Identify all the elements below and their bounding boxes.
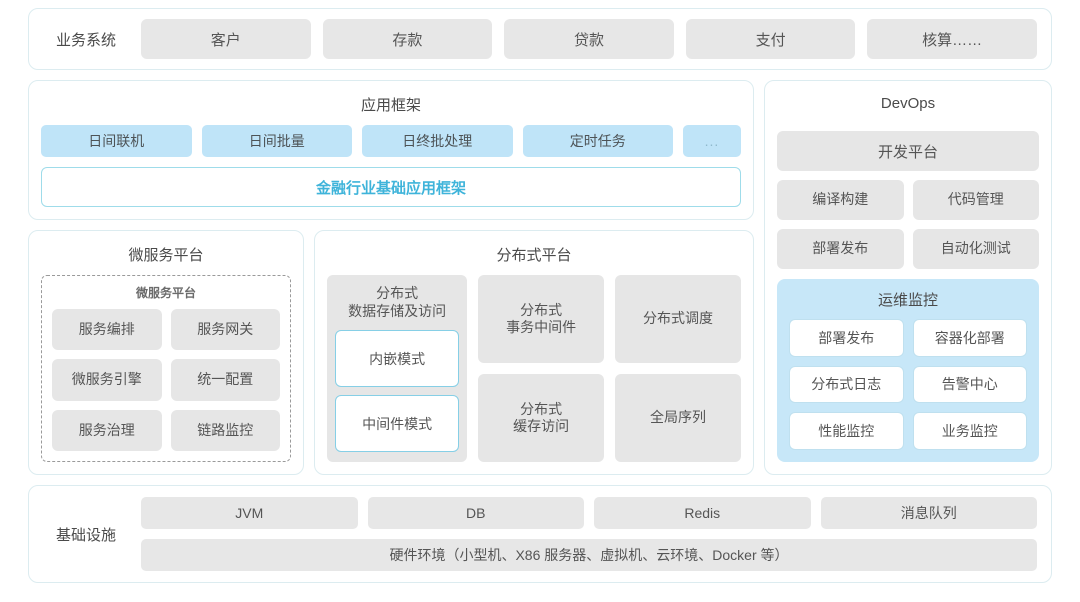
business-systems-label: 业务系统 <box>55 31 116 49</box>
distributed-transaction-middleware-line1: 分布式 <box>520 301 563 318</box>
ops-monitoring-grid: 部署发布 容器化部署 分布式日志 告警中心 性能监控 业务监控 <box>789 319 1027 450</box>
devops-item-compile-build[interactable]: 编译构建 <box>777 180 904 220</box>
lower-platform-row: 微服务平台 微服务平台 服务编排 服务网关 微服务引擎 统一配置 服务治理 链路… <box>28 230 754 475</box>
devops-card: DevOps 开发平台 编译构建 代码管理 部署发布 自动化测试 运维监控 部署… <box>764 80 1052 475</box>
middle-band: 应用框架 日间联机 日间批量 日终批处理 定时任务 ... 金融行业基础应用框架… <box>28 80 1052 475</box>
business-system-accounting[interactable]: 核算…… <box>867 19 1037 59</box>
business-system-deposit[interactable]: 存款 <box>322 19 493 59</box>
distributed-data-storage-column[interactable]: 分布式 数据存储及访问 内嵌模式 中间件模式 <box>327 275 468 462</box>
distributed-cache-access-line1: 分布式 <box>520 400 563 417</box>
microservice-item-engine[interactable]: 微服务引擎 <box>52 359 162 401</box>
business-system-customer[interactable]: 客户 <box>141 19 311 59</box>
distributed-cache-access-line2: 缓存访问 <box>513 418 570 434</box>
monitoring-item-business-monitoring[interactable]: 业务监控 <box>912 412 1027 450</box>
microservice-item-orchestration[interactable]: 服务编排 <box>52 309 162 351</box>
devops-dev-platform[interactable]: 开发平台 <box>777 131 1039 171</box>
infrastructure-card: 基础设施 JVM DB Redis 消息队列 硬件环境（小型机、X86 服务器、… <box>28 485 1052 583</box>
devops-title: DevOps <box>880 95 936 112</box>
distributed-transaction-middleware-line2: 事务中间件 <box>506 319 577 335</box>
global-sequence[interactable]: 全局序列 <box>615 374 741 462</box>
distributed-data-storage-title-line1: 分布式 <box>376 285 419 301</box>
platform-column: 应用框架 日间联机 日间批量 日终批处理 定时任务 ... 金融行业基础应用框架… <box>28 80 754 475</box>
microservice-platform-inner-title: 微服务平台 <box>135 286 196 300</box>
microservice-item-unified-config[interactable]: 统一配置 <box>170 359 280 401</box>
business-systems-card: 业务系统 客户 存款 贷款 支付 核算…… <box>28 8 1052 70</box>
microservice-platform-inner: 微服务平台 服务编排 服务网关 微服务引擎 统一配置 服务治理 链路监控 <box>41 275 291 462</box>
application-framework-card: 应用框架 日间联机 日间批量 日终批处理 定时任务 ... 金融行业基础应用框架 <box>28 80 754 220</box>
distributed-platform-body: 分布式 数据存储及访问 内嵌模式 中间件模式 分布式 事务中间件 <box>327 275 741 462</box>
monitoring-item-alert-center[interactable]: 告警中心 <box>912 365 1027 404</box>
storage-mode-embedded[interactable]: 内嵌模式 <box>335 330 460 387</box>
microservice-platform-grid: 服务编排 服务网关 微服务引擎 统一配置 服务治理 链路监控 <box>52 309 280 451</box>
microservice-item-governance[interactable]: 服务治理 <box>52 409 162 451</box>
infrastructure-item-message-queue[interactable]: 消息队列 <box>820 497 1037 529</box>
distributed-platform-card: 分布式平台 分布式 数据存储及访问 内嵌模式 中间件模式 <box>314 230 754 475</box>
business-system-payment[interactable]: 支付 <box>685 19 856 59</box>
infrastructure-chips: JVM DB Redis 消息队列 <box>141 497 1037 529</box>
distributed-platform-title: 分布式平台 <box>496 247 572 264</box>
infrastructure-content: JVM DB Redis 消息队列 硬件环境（小型机、X86 服务器、虚拟机、云… <box>141 497 1037 571</box>
distributed-data-storage-title: 分布式 数据存储及访问 <box>348 285 446 322</box>
app-chip-daytime-batch[interactable]: 日间批量 <box>201 125 352 157</box>
devops-item-code-management[interactable]: 代码管理 <box>912 180 1039 220</box>
application-framework-title: 应用框架 <box>360 97 421 114</box>
distributed-data-storage-title-line2: 数据存储及访问 <box>348 302 447 319</box>
infrastructure-item-db[interactable]: DB <box>367 497 584 529</box>
distributed-transaction-middleware[interactable]: 分布式 事务中间件 <box>478 275 605 363</box>
infrastructure-item-jvm[interactable]: JVM <box>141 497 358 529</box>
microservice-item-gateway[interactable]: 服务网关 <box>170 309 280 351</box>
finance-foundation-framework-bar[interactable]: 金融行业基础应用框架 <box>41 167 741 207</box>
business-system-loan[interactable]: 贷款 <box>504 19 674 59</box>
distributed-platform-grid: 分布式 事务中间件 分布式调度 分布式 缓存访问 <box>478 275 741 462</box>
app-chip-eod-batch[interactable]: 日终批处理 <box>362 125 513 157</box>
ops-monitoring-title: 运维监控 <box>877 292 938 309</box>
ops-monitoring-panel: 运维监控 部署发布 容器化部署 分布式日志 告警中心 性能监控 业务监控 <box>777 279 1039 462</box>
microservice-platform-title: 微服务平台 <box>128 247 204 264</box>
distributed-cache-access[interactable]: 分布式 缓存访问 <box>478 374 605 462</box>
microservice-item-trace-monitoring[interactable]: 链路监控 <box>170 409 280 451</box>
storage-mode-middleware[interactable]: 中间件模式 <box>335 395 460 452</box>
devops-items-grid: 编译构建 代码管理 部署发布 自动化测试 <box>777 180 1039 269</box>
hardware-environment-bar[interactable]: 硬件环境（小型机、X86 服务器、虚拟机、云环境、Docker 等） <box>141 539 1037 571</box>
app-chip-scheduled-task[interactable]: 定时任务 <box>522 125 673 157</box>
devops-item-automated-testing[interactable]: 自动化测试 <box>912 229 1039 269</box>
monitoring-item-performance-monitoring[interactable]: 性能监控 <box>789 412 904 450</box>
app-chip-more[interactable]: ... <box>683 125 741 157</box>
devops-item-deploy-release[interactable]: 部署发布 <box>777 229 904 269</box>
app-chip-daytime-online[interactable]: 日间联机 <box>41 125 192 157</box>
infrastructure-label: 基础设施 <box>55 526 116 544</box>
application-framework-chips: 日间联机 日间批量 日终批处理 定时任务 ... <box>41 125 741 157</box>
distributed-scheduling[interactable]: 分布式调度 <box>615 275 741 363</box>
monitoring-item-distributed-log[interactable]: 分布式日志 <box>789 365 904 404</box>
monitoring-item-deploy-release[interactable]: 部署发布 <box>789 319 904 357</box>
infrastructure-item-redis[interactable]: Redis <box>594 497 811 529</box>
microservice-platform-card: 微服务平台 微服务平台 服务编排 服务网关 微服务引擎 统一配置 服务治理 链路… <box>28 230 304 475</box>
monitoring-item-containerized-deploy[interactable]: 容器化部署 <box>912 319 1027 357</box>
